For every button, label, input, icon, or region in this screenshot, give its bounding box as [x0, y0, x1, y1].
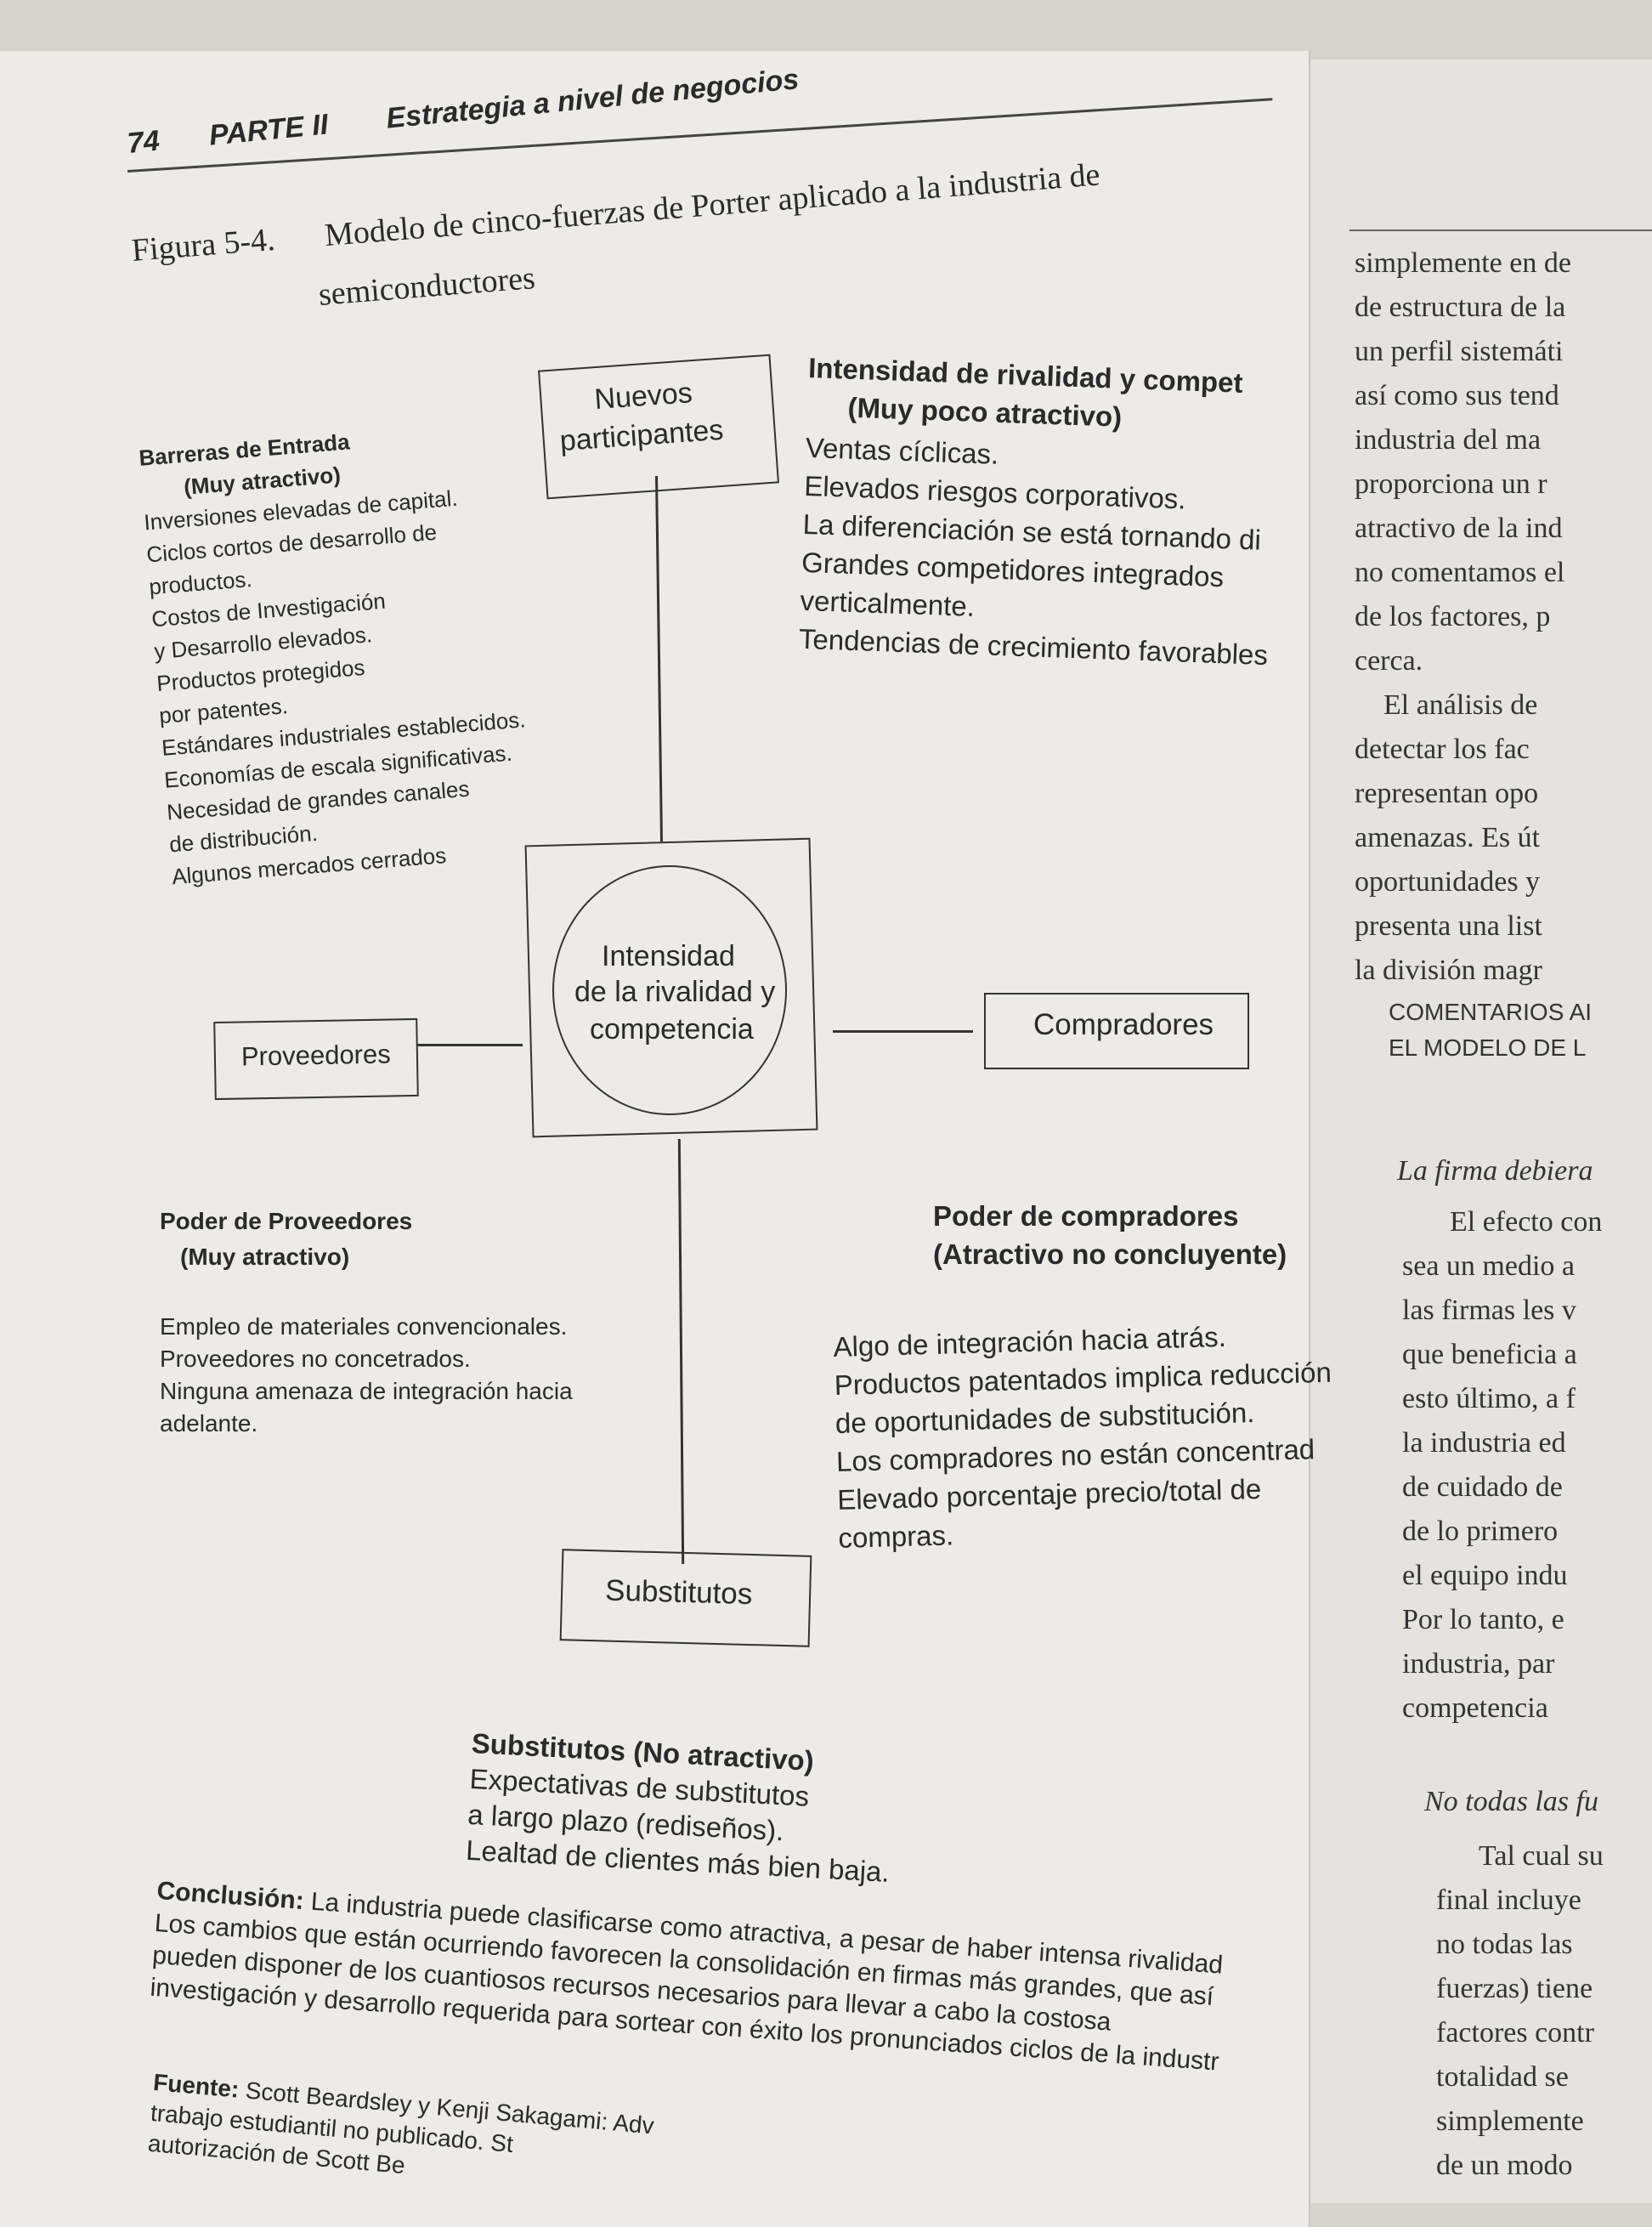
new-entrants-label-1: Nuevos	[593, 377, 693, 416]
barriers-block: Barreras de Entrada (Muy atractivo) Inve…	[138, 413, 537, 892]
right-text-line: no comentamos el	[1355, 557, 1565, 588]
right-page-top-text: simplemente en de de estructura de la un…	[1355, 241, 1571, 993]
right-text-line: la división magr	[1355, 955, 1542, 986]
right-page-bottom-text: Tal cual su final incluye no todas las f…	[1436, 1834, 1604, 2188]
right-text-line: atractivo de la ind	[1355, 513, 1563, 544]
supplier-power-item: Empleo de materiales convencionales.	[160, 1313, 568, 1340]
buyers-box: Compradores	[984, 993, 1249, 1069]
new-entrants-box: Nuevos participantes	[538, 354, 779, 500]
left-page	[0, 51, 1310, 2227]
substitutes-label: Substitutos	[604, 1573, 753, 1612]
new-entrants-label-2: participantes	[558, 413, 725, 458]
right-text-line: el equipo indu	[1402, 1560, 1568, 1591]
supplier-power-rating: (Muy atractivo)	[180, 1244, 350, 1270]
connector-right	[833, 1030, 973, 1033]
right-text-line: de lo primero	[1402, 1516, 1559, 1547]
right-text-line: factores contr	[1436, 2017, 1594, 2048]
right-heading-line: COMENTARIOS AI	[1389, 999, 1593, 1025]
right-page-heading: COMENTARIOS AI EL MODELO DE L	[1389, 994, 1592, 1066]
right-text-line: industria del ma	[1355, 424, 1542, 456]
substitutes-box: Substitutos	[559, 1549, 812, 1647]
right-text-line: Tal cual su	[1479, 1840, 1604, 1872]
right-text-line: simplemente	[1436, 2105, 1584, 2137]
right-text-line: un perfil sistemáti	[1355, 336, 1564, 367]
connector-left	[416, 1044, 523, 1046]
right-text-line: así como sus tend	[1355, 380, 1559, 411]
rivalry-block: Intensidad de rivalidad y compet (Muy po…	[798, 348, 1278, 674]
right-text-line: El efecto con	[1450, 1206, 1603, 1238]
right-subhead-2: No todas las fu	[1424, 1786, 1598, 1817]
right-text-line: competencia	[1402, 1692, 1548, 1724]
substitutes-block: Substitutos (No atractivo) Expectativas …	[465, 1726, 896, 1890]
right-text-line: final incluye	[1436, 1884, 1581, 1916]
right-text-line: de los factores, p	[1355, 601, 1551, 632]
right-text-line: de un modo	[1436, 2150, 1573, 2181]
supplier-power-block: Poder de Proveedores (Muy atractivo) Emp…	[160, 1204, 573, 1440]
buyer-power-items: Algo de integración hacia atrás. Product…	[833, 1315, 1336, 1557]
center-label-2: de la rivalidad y	[574, 976, 776, 1008]
supplier-power-item: Proveedores no concetrados.	[160, 1346, 471, 1372]
right-text-line: presenta una list	[1355, 910, 1542, 942]
right-text-line: cerca.	[1355, 645, 1423, 677]
right-text-line: sea un medio a	[1402, 1250, 1575, 1282]
supplier-power-item: adelante.	[160, 1410, 258, 1436]
buyer-power-rating: (Atractivo no concluyente)	[933, 1238, 1287, 1270]
right-heading-line: EL MODELO DE L	[1389, 1034, 1587, 1061]
center-label-3: competencia	[590, 1013, 754, 1046]
right-text-line: totalidad se	[1436, 2061, 1569, 2093]
right-text-line: que beneficia a	[1402, 1339, 1577, 1370]
right-text-line: esto último, a f	[1402, 1383, 1576, 1414]
rivalry-circle	[552, 865, 787, 1115]
supplier-power-item: Ninguna amenaza de integración hacia	[160, 1378, 573, 1404]
source-label: Fuente:	[152, 2068, 240, 2103]
right-text-line: fuerzas) tiene	[1436, 1973, 1593, 2004]
right-page-rule	[1349, 230, 1652, 231]
right-text-line: industria, par	[1402, 1648, 1555, 1680]
right-text-line: simplemente en de	[1355, 247, 1571, 279]
right-text-line: amenazas. Es út	[1355, 822, 1541, 853]
right-text-line: oportunidades y	[1355, 866, 1541, 898]
suppliers-box: Proveedores	[213, 1017, 419, 1101]
right-page-mid-text: El efecto con sea un medio a las firmas …	[1402, 1200, 1602, 1731]
suppliers-label: Proveedores	[240, 1039, 391, 1072]
right-text-line: proporciona un r	[1355, 468, 1547, 500]
buyer-power-block-title: Poder de compradores (Atractivo no concl…	[933, 1197, 1287, 1273]
right-text-line: detectar los fac	[1355, 734, 1530, 765]
right-text-line: Por lo tanto, e	[1402, 1604, 1564, 1635]
page-number: 74	[126, 124, 161, 160]
supplier-power-title: Poder de Proveedores	[160, 1208, 413, 1234]
right-text-line: representan opo	[1355, 778, 1539, 809]
right-text-line: las firmas les v	[1402, 1295, 1576, 1326]
right-text-line: no todas las	[1436, 1929, 1573, 1960]
right-text-line: de cuidado de	[1402, 1471, 1563, 1503]
right-subhead-1: La firma debiera	[1397, 1155, 1593, 1187]
center-label-1: Intensidad	[602, 940, 735, 972]
right-page	[1275, 60, 1652, 2203]
right-text-line: la industria ed	[1402, 1427, 1566, 1459]
right-text-line: de estructura de la	[1355, 292, 1566, 323]
right-text-line: El análisis de	[1383, 689, 1538, 721]
buyer-power-title: Poder de compradores	[933, 1200, 1239, 1232]
figure-label: Figura 5-4.	[130, 221, 277, 269]
buyers-label: Compradores	[1033, 1008, 1214, 1041]
